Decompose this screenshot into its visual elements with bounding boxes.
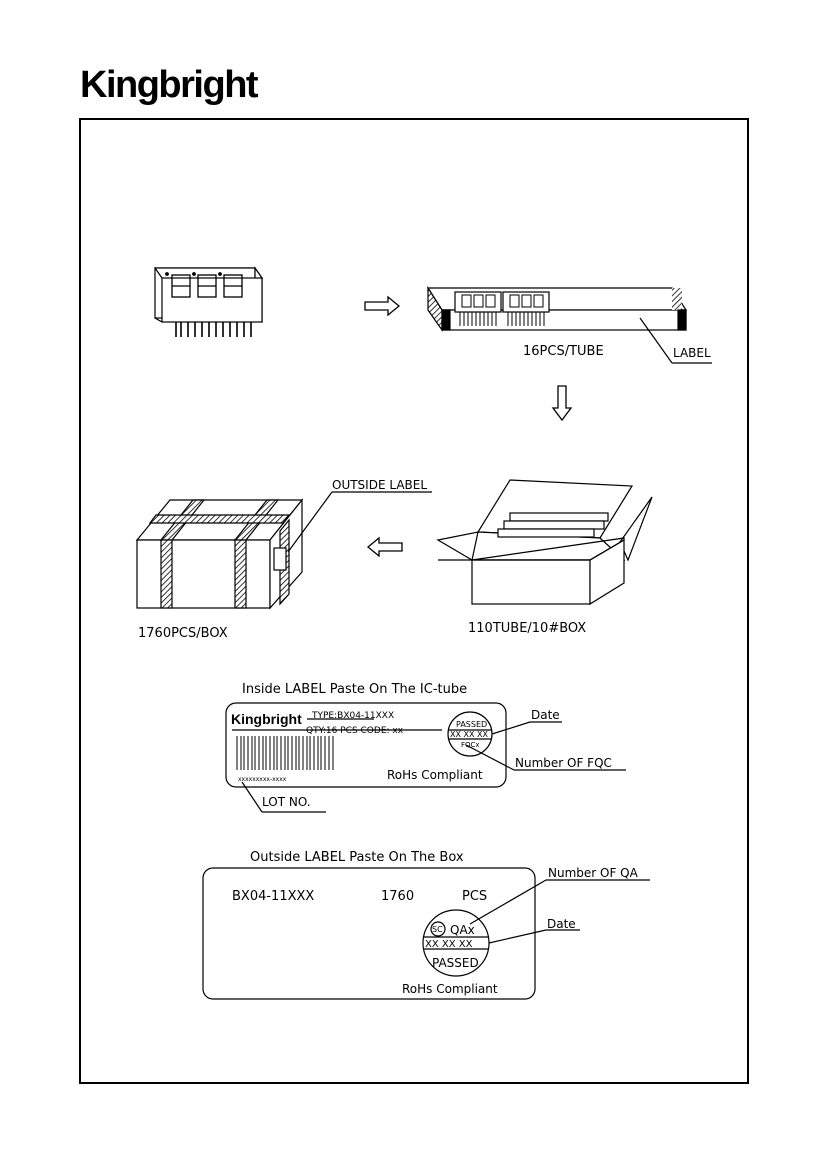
tube-box-label: 110TUBE/10#BOX <box>468 621 586 636</box>
inside-stamp-fqc: FQCx <box>461 741 480 749</box>
page-frame <box>79 118 749 1084</box>
outside-stamp-qa: QAx <box>450 923 475 937</box>
outside-stamp-sc: SC <box>432 925 443 934</box>
outside-date-callout: Date <box>547 917 576 931</box>
outside-rohs: RoHs Compliant <box>402 982 498 996</box>
arrow-left-icon <box>366 536 403 558</box>
led-display-component <box>153 266 264 337</box>
arrow-down-icon <box>551 385 573 422</box>
outside-label-title: Outside LABEL Paste On The Box <box>250 850 464 865</box>
inside-rohs: RoHs Compliant <box>387 768 483 782</box>
inside-lot-code: xxxxxxxxx-xxxx <box>238 776 287 783</box>
inside-stamp-date: XX XX XX <box>450 730 488 739</box>
inside-fqc-callout: Number OF FQC <box>515 756 612 770</box>
brand-logo: Kingbright <box>80 64 259 106</box>
box-qty-label: 1760PCS/BOX <box>138 626 228 641</box>
inside-date-callout: Date <box>531 708 560 722</box>
tube-label-callout: LABEL <box>673 346 711 360</box>
inside-label-type: TYPE:BX04-11XXX <box>311 711 394 721</box>
open-shipping-box <box>436 479 653 606</box>
outside-stamp-date: XX XX XX <box>425 939 473 950</box>
lot-no-callout: LOT NO. <box>262 795 311 809</box>
inside-label-qty: QTY:16 PCS CODE: xx <box>306 726 404 736</box>
outside-qa-callout: Number OF QA <box>548 866 639 880</box>
outside-label-callout: OUTSIDE LABEL <box>332 478 427 492</box>
arrow-right-icon <box>364 295 401 317</box>
inside-label-card <box>225 702 626 813</box>
outside-stamp-passed: PASSED <box>432 956 479 970</box>
sealed-shipping-box <box>135 491 432 610</box>
tube-qty-label: 16PCS/TUBE <box>523 344 604 359</box>
ic-tube <box>426 285 712 364</box>
inside-label-title: Inside LABEL Paste On The IC-tube <box>242 682 467 697</box>
outside-unit: PCS <box>462 889 487 904</box>
outside-label-card <box>202 867 650 1000</box>
outside-qty: 1760 <box>381 889 414 904</box>
outside-part-number: BX04-11XXX <box>232 889 314 904</box>
inside-stamp-passed: PASSED <box>456 720 487 729</box>
inside-label-brand: Kingbright <box>231 711 302 727</box>
